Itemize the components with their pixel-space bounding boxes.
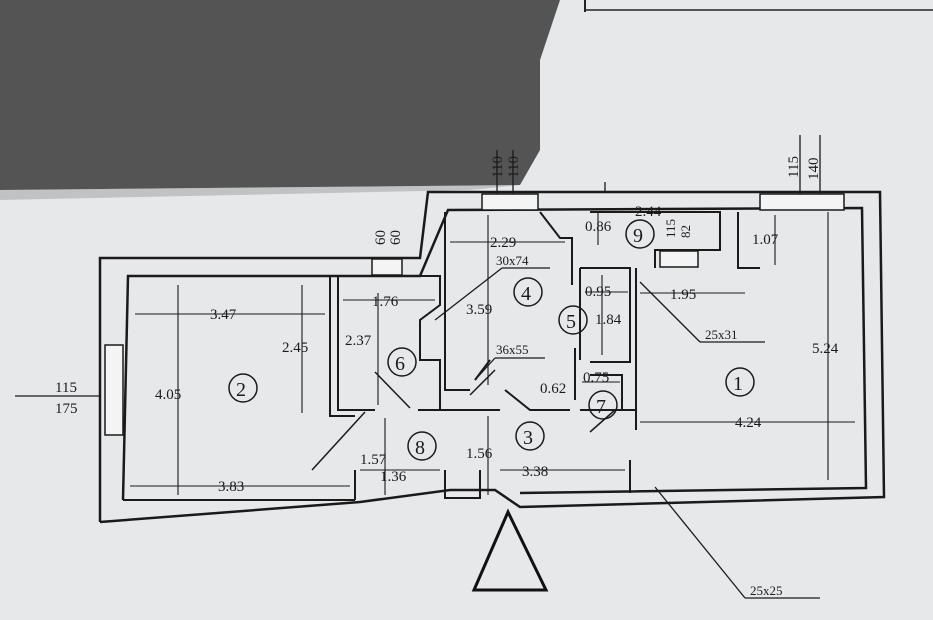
room-5-height: 1.84 (595, 312, 622, 328)
room-3-height: 1.56 (466, 446, 493, 462)
room-3-width: 3.38 (522, 464, 548, 480)
room-7-height: 0.62 (540, 381, 566, 397)
room-8-height: 1.57 (360, 452, 387, 468)
room-4-width: 2.29 (490, 235, 516, 251)
room-1-extra-dim-195: 1.95 (670, 287, 696, 303)
room-2-height-right: 2.45 (282, 340, 308, 356)
window-mark-c2: 60 (388, 230, 404, 245)
window-mark-b1: 115 (786, 156, 802, 178)
window-mark-a1: 110 (490, 156, 506, 178)
window-mark-e2: 175 (55, 401, 78, 417)
room-9-number: 9 (633, 225, 643, 247)
room-3-number: 3 (523, 427, 533, 449)
room-4-marker (513, 277, 543, 307)
room-1-height: 5.24 (812, 341, 839, 357)
column-label-36x55: 36x55 (496, 342, 529, 357)
room-7-width: 0.75 (583, 370, 609, 386)
shadow (0, 0, 560, 190)
dimension-lines (130, 211, 855, 495)
room-6-number: 6 (395, 353, 405, 375)
room-6-width: 1.76 (372, 294, 399, 310)
room-2-marker (228, 373, 258, 403)
column-label-30x74: 30x74 (496, 253, 529, 268)
room-9-width: 2.44 (635, 204, 662, 220)
room-1-number: 1 (733, 373, 743, 395)
room-2-width-bottom: 3.83 (218, 479, 244, 495)
room-5-number: 5 (566, 311, 576, 333)
room-8-marker (407, 431, 437, 461)
column-label-25x31: 25x31 (705, 327, 738, 342)
room-8-number: 8 (415, 437, 425, 459)
room-9-height: 0.86 (585, 219, 612, 235)
room-5-width: 0.95 (585, 284, 611, 300)
room-4-height: 3.59 (466, 302, 492, 318)
room-6-height: 2.37 (345, 333, 372, 349)
room-2-number: 2 (236, 379, 246, 401)
room-8-width: 1.36 (380, 469, 407, 485)
room-7-marker (588, 390, 618, 420)
leader-lines (15, 135, 821, 599)
room-6-walls (337, 275, 441, 411)
room-3-marker (515, 421, 545, 451)
window-mark-d1: 115 (663, 219, 678, 238)
room-1-width: 4.24 (735, 415, 762, 431)
room-4-number: 4 (521, 283, 531, 305)
window-mark-e1: 115 (55, 380, 77, 396)
window-mark-a2: 110 (506, 156, 522, 178)
room-2-walls (123, 275, 355, 501)
room-9-marker (625, 219, 655, 249)
window-mark-b2: 140 (806, 158, 822, 181)
window-mark-c1: 60 (373, 230, 389, 245)
room-6-marker (387, 347, 417, 377)
door-swings (311, 369, 616, 471)
room-1-extra-dim-107: 1.07 (752, 232, 779, 248)
room-7-number: 7 (596, 396, 606, 418)
room-1-marker (725, 367, 755, 397)
north-arrow (471, 508, 549, 592)
column-label-25x25: 25x25 (750, 583, 783, 598)
window-mark-d2: 82 (678, 225, 693, 238)
room-5-marker (558, 305, 588, 335)
room-2-height-left: 4.05 (155, 387, 181, 403)
windows (104, 193, 845, 436)
room-2-width-top: 3.47 (210, 307, 237, 323)
